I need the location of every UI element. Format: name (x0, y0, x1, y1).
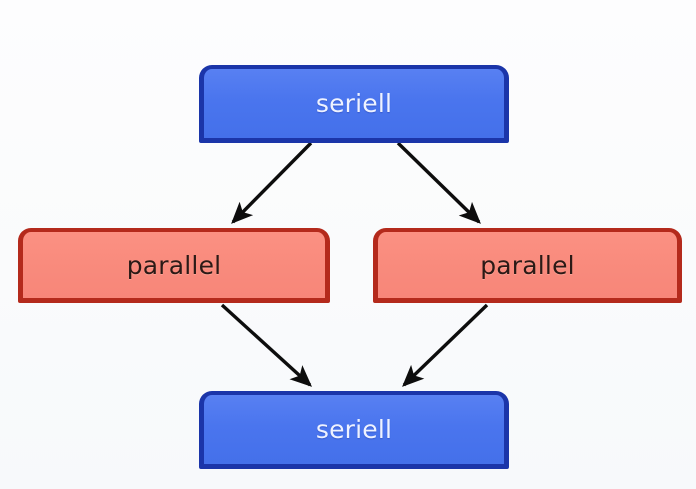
edge-top-to-parallel-right (396, 141, 481, 224)
node-label: parallel (480, 250, 575, 280)
node-parallel-left: parallel (18, 228, 330, 303)
edge-parallel-left-to-bottom (220, 303, 313, 387)
node-label: seriell (315, 89, 393, 118)
node-parallel-right: parallel (373, 228, 682, 303)
edge-top-to-parallel-left (231, 141, 313, 224)
node-label: seriell (315, 415, 393, 444)
edge-parallel-right-to-bottom (402, 303, 489, 387)
node-serial-top: seriell (199, 65, 509, 143)
node-label: parallel (126, 250, 222, 280)
node-serial-bottom: seriell (199, 391, 509, 469)
